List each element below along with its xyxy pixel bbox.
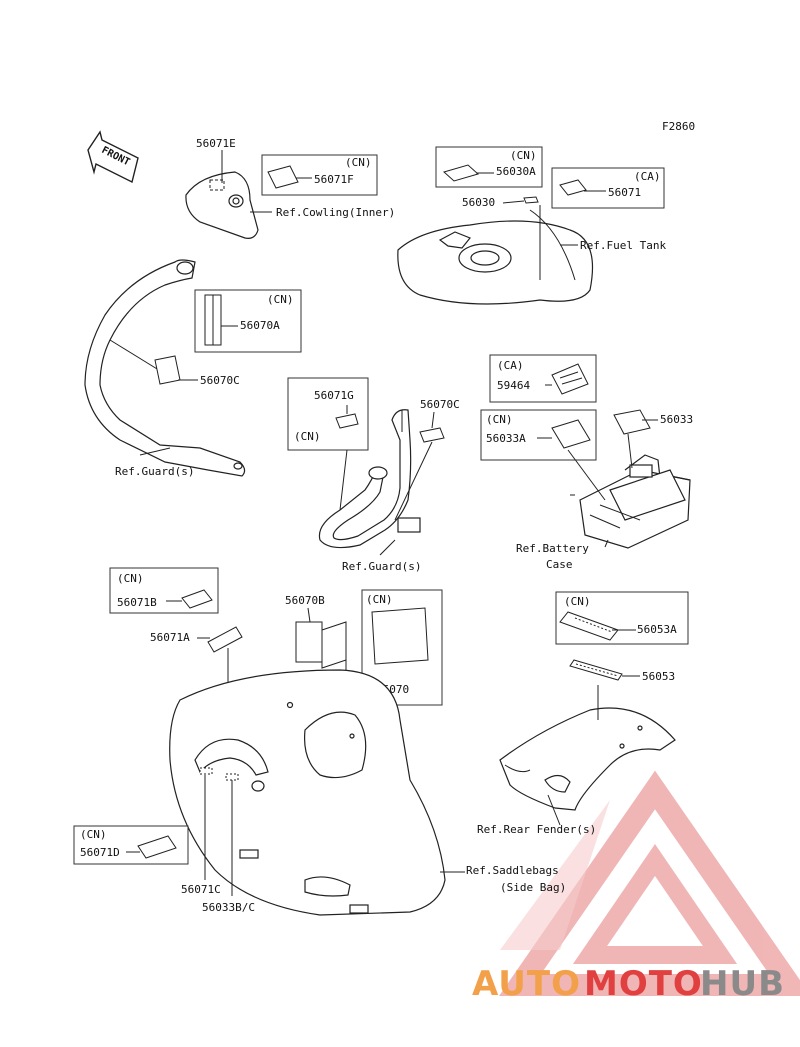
label-56070C-mid: 56070C: [420, 398, 460, 411]
decal-56071F: [267, 165, 299, 189]
label-56071: 56071: [608, 186, 641, 199]
box-56071F: [261, 154, 378, 196]
saddlebag-drawing: [169, 669, 446, 916]
label-59464: 59464: [497, 379, 530, 392]
decal-56030: [523, 196, 539, 204]
watermark: [499, 770, 800, 996]
box-56070A: [194, 289, 302, 353]
decal-56053A: [559, 611, 619, 641]
label-56071D: 56071D: [80, 846, 120, 859]
box-59464: [489, 354, 597, 403]
box-56071-ca: [551, 167, 665, 209]
box-56053A: [555, 591, 689, 645]
ref-battery-line2: Case: [546, 558, 573, 571]
decal-59464: [551, 363, 589, 395]
label-56030A: 56030A: [496, 165, 536, 178]
tag-56053A-cn: (CN): [564, 595, 591, 608]
label-56030: 56030: [462, 196, 495, 209]
ref-guard-mid: Ref.Guard(s): [342, 560, 421, 573]
label-56071G: 56071G: [314, 389, 354, 402]
watermark-triangle-logo: [499, 770, 800, 996]
label-56033: 56033: [660, 413, 693, 426]
label-56070B: 56070B: [285, 594, 325, 607]
ref-battery-line1: Ref.Battery: [516, 542, 589, 555]
box-56071D: [73, 825, 189, 865]
cowling-inner-drawing: [185, 171, 259, 239]
label-56071F: 56071F: [314, 173, 354, 186]
watermark-hub: HUB: [700, 964, 785, 1004]
box-56030A: [435, 146, 543, 188]
front-arrow-icon: FRONT: [87, 130, 139, 184]
box-56070: [361, 589, 443, 706]
decal-56033: [613, 409, 651, 435]
label-56070A: 56070A: [240, 319, 280, 332]
decal-56071B: [181, 589, 213, 609]
ref-rear-fender: Ref.Rear Fender(s): [477, 823, 596, 836]
decal-56071A: [207, 626, 243, 653]
label-56071B: 56071B: [117, 596, 157, 609]
decal-56070B: [295, 621, 323, 663]
label-56071E: 56071E: [196, 137, 236, 150]
label-56053A: 56053A: [637, 623, 677, 636]
figure-code: F2860: [662, 120, 695, 133]
label-56070C-left: 56070C: [200, 374, 240, 387]
guard-mid-drawing: [318, 409, 421, 549]
ref-guard-left: Ref.Guard(s): [115, 465, 194, 478]
decal-56033A: [551, 419, 591, 449]
guard-left-drawing: [84, 259, 246, 477]
ref-saddlebags-line1: Ref.Saddlebags: [466, 864, 559, 877]
tag-56071-ca: (CA): [634, 170, 661, 183]
tag-59464-ca: (CA): [497, 359, 524, 372]
label-56033A: 56033A: [486, 432, 526, 445]
tag-56071D-cn: (CN): [80, 828, 107, 841]
label-56053: 56053: [642, 670, 675, 683]
label-56033BC: 56033B/C: [202, 901, 255, 914]
battery-case-drawing: [579, 454, 691, 549]
tag-56033A-cn: (CN): [486, 413, 513, 426]
tag-56071G-cn: (CN): [294, 430, 321, 443]
box-56071B: [109, 567, 219, 614]
watermark-auto: AUTO: [472, 964, 581, 1004]
ref-fuel-tank: Ref.Fuel Tank: [580, 239, 666, 252]
decal-56071G: [335, 413, 359, 429]
tag-56030A-cn: (CN): [510, 149, 537, 162]
watermark-text: AUTO MOTO HUB: [472, 964, 785, 1004]
tag-56071F-cn: (CN): [345, 156, 372, 169]
decal-56070C-mid: [419, 427, 445, 443]
ref-cowling: Ref.Cowling(Inner): [276, 206, 395, 219]
tag-56070A-cn: (CN): [267, 293, 294, 306]
decal-56070B-side: [321, 621, 347, 669]
decal-56030A: [442, 164, 480, 182]
label-56071C: 56071C: [181, 883, 221, 896]
ref-saddlebags-line2: (Side Bag): [500, 881, 566, 894]
decal-56070: [371, 607, 429, 665]
decal-56070C-left: [154, 355, 181, 385]
label-56071A: 56071A: [150, 631, 190, 644]
decal-56071D: [137, 835, 177, 859]
tag-56070-cn: (CN): [366, 593, 393, 606]
fuel-tank-drawing: [397, 209, 594, 305]
watermark-moto: MOTO: [584, 964, 703, 1004]
rear-fender-drawing: [499, 707, 676, 811]
box-56071G: [287, 377, 369, 451]
tag-56071B-cn: (CN): [117, 572, 144, 585]
box-56033A: [480, 409, 597, 461]
decal-56071: [559, 179, 587, 196]
